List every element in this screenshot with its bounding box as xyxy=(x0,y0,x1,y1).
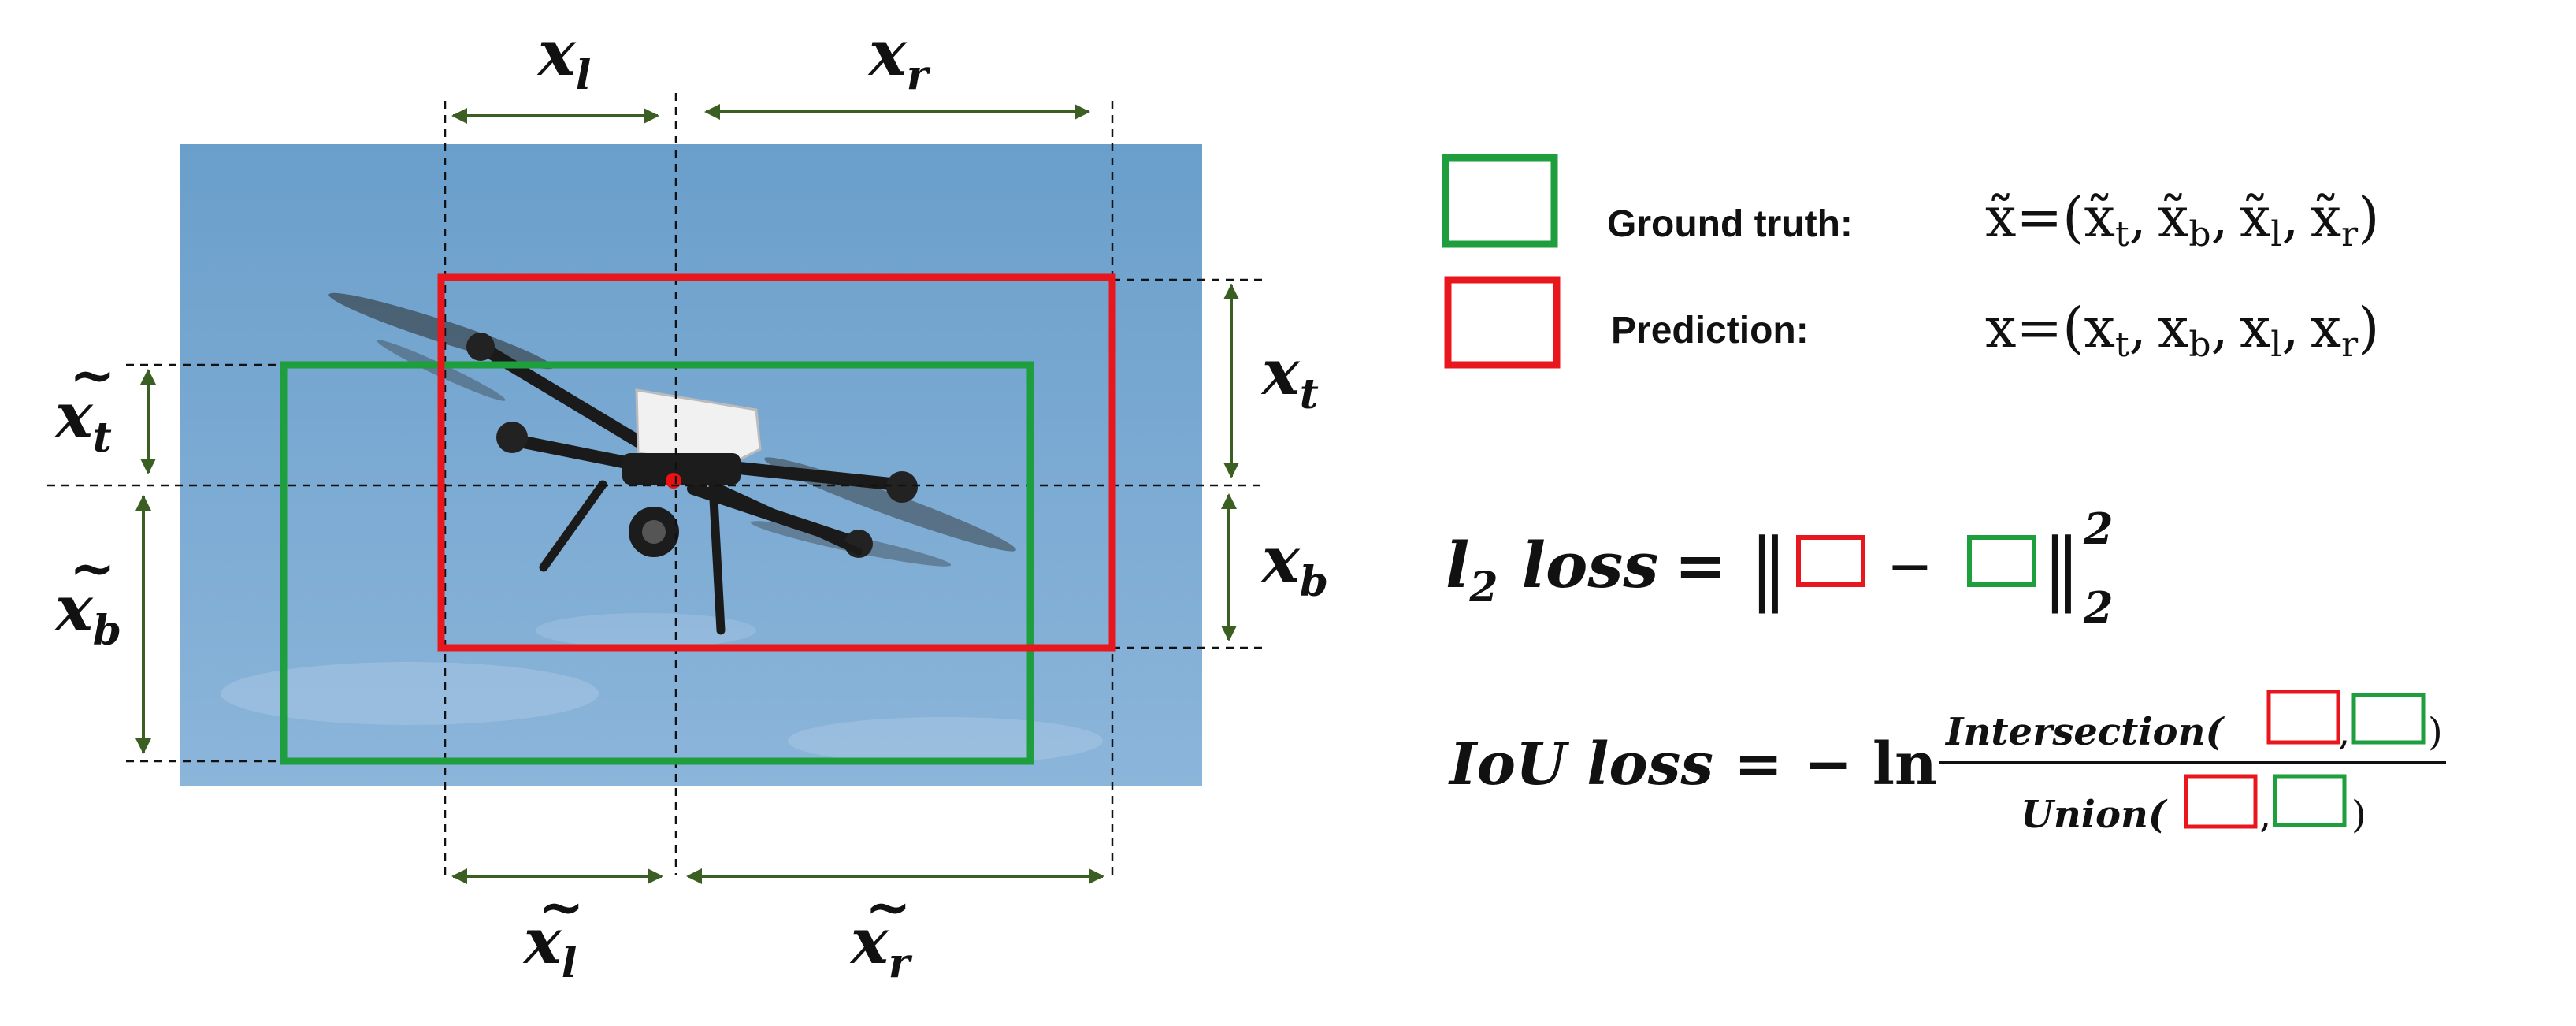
svg-text:,: , xyxy=(2338,710,2350,754)
svg-text:2: 2 xyxy=(2083,504,2114,554)
svg-text:IoU loss=− ln: IoU loss=− ln xyxy=(1448,730,1937,798)
svg-text:): ) xyxy=(2351,793,2366,837)
label-x-r: xr xyxy=(867,16,931,99)
legend-ground-truth-swatch xyxy=(1442,154,1558,248)
legend: Ground truth: Prediction: x̃=(x̃t,x̃b,x̃… xyxy=(1442,154,2379,369)
label-x-t: xt xyxy=(1260,335,1319,418)
dimension-labels: xl xr xt xb ~ xt ~ xb ~ xl ~ xr xyxy=(54,16,1328,987)
svg-text:−: − xyxy=(1887,533,1933,598)
prediction-box xyxy=(437,273,1116,652)
label-gt-r: xr xyxy=(849,904,913,987)
svg-text:‖: ‖ xyxy=(1749,522,1788,614)
label-x-l: xl xyxy=(536,16,591,99)
legend-prediction-label: Prediction: xyxy=(1611,310,1809,351)
legend-pred-formula: x=(xt,xb,xl,xr) xyxy=(1985,296,2379,365)
svg-text:2: 2 xyxy=(2083,582,2114,633)
l2-prediction-swatch xyxy=(1796,535,1865,587)
dimension-arrows xyxy=(135,104,1239,884)
svg-text:Intersection(: Intersection( xyxy=(1944,710,2225,754)
label-gt-b-tilde: ~ xyxy=(69,535,116,600)
label-gt-l-tilde: ~ xyxy=(538,874,585,939)
l2-ground-truth-swatch xyxy=(1967,535,2036,587)
svg-text:,: , xyxy=(2259,793,2271,837)
label-gt-r-tilde: ~ xyxy=(865,874,911,939)
svg-text:): ) xyxy=(2428,710,2443,754)
label-gt-b: xb xyxy=(54,571,121,655)
label-gt-l: xl xyxy=(522,904,577,987)
iou-den-prediction-swatch xyxy=(2184,774,2258,829)
iou-den-ground-truth-swatch xyxy=(2273,774,2347,827)
legend-gt-formula: x̃=(x̃t,x̃b,x̃l,x̃r) xyxy=(1985,185,2379,255)
svg-text:Union(: Union( xyxy=(2021,793,2168,837)
label-gt-t: xt xyxy=(54,378,112,462)
iou-loss-formula: IoU loss=− ln Intersection( , ) Union( ,… xyxy=(1448,690,2446,837)
svg-text:‖: ‖ xyxy=(2042,522,2081,614)
label-gt-t-tilde: ~ xyxy=(69,342,116,407)
iou-num-prediction-swatch xyxy=(2266,690,2340,745)
ground-truth-box xyxy=(280,361,1034,765)
label-x-b: xb xyxy=(1260,522,1328,606)
iou-num-ground-truth-swatch xyxy=(2351,693,2426,745)
legend-prediction-swatch xyxy=(1444,276,1561,369)
legend-ground-truth-label: Ground truth: xyxy=(1607,203,1853,245)
